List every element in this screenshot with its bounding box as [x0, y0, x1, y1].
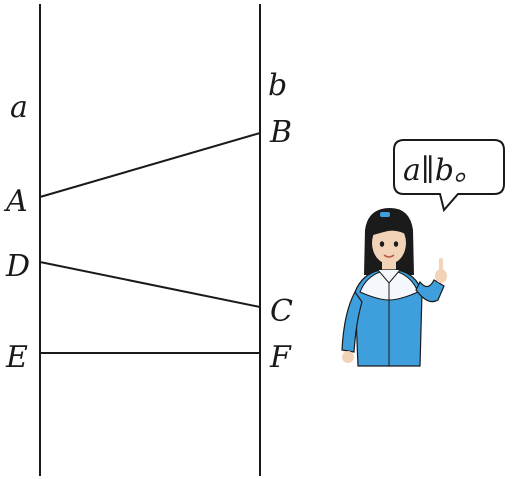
student-girl-illustration: [341, 208, 447, 367]
speech-bubble-text: a∥b。: [403, 153, 484, 188]
label-line-b: b: [268, 68, 287, 103]
label-point-d: D: [5, 249, 30, 284]
label-point-a: A: [3, 184, 28, 219]
label-point-b: B: [269, 115, 292, 150]
label-line-a: a: [10, 90, 28, 125]
label-point-f: F: [269, 340, 292, 375]
segment-dc: [39, 261, 261, 308]
speech-bubble: a∥b。: [393, 139, 505, 213]
label-point-c: C: [270, 294, 293, 329]
label-point-e: E: [5, 340, 28, 375]
segment-ab: [39, 132, 261, 198]
